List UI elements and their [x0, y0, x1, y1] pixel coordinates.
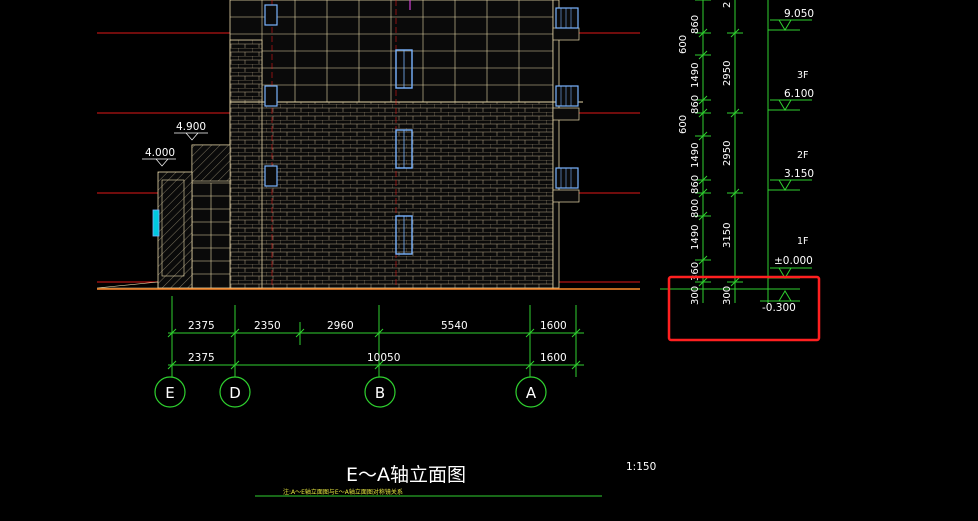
dim-r1-3: 2960	[327, 320, 354, 332]
vdim2-3150: 3150	[722, 223, 733, 248]
vdim-300-a: 300	[690, 286, 701, 305]
svg-text:D: D	[229, 384, 241, 402]
building-facade	[229, 0, 583, 289]
svg-text:A: A	[526, 384, 537, 402]
vdim2-2950-a: 2950	[722, 61, 733, 86]
vdim-600-b: 600	[678, 115, 689, 134]
vdim2-300: 300	[722, 286, 733, 305]
dim-r1-4: 5540	[441, 320, 468, 332]
dim-r1-1: 2375	[188, 320, 215, 332]
dim-r1-5: 1600	[540, 320, 567, 332]
floor-label-3f: 3F	[797, 70, 809, 81]
highlight-box	[667, 275, 821, 342]
horizontal-dimensions: 2375 2350 2960 5540 1600 2375 10050 1600	[167, 296, 584, 377]
level-marker-4000: 4.000	[142, 147, 176, 167]
elevation-6100: 6.100	[768, 88, 814, 111]
left-annex	[96, 144, 231, 289]
dim-r1-2: 2350	[254, 320, 281, 332]
svg-text:3.150: 3.150	[784, 168, 814, 180]
dim-r2-3: 1600	[540, 352, 567, 364]
upper-wall-grid	[230, 0, 553, 102]
axis-bubble-e: E	[154, 376, 186, 408]
level-marker-4900: 4.900	[174, 121, 208, 141]
axis-bubbles: E D B A	[154, 376, 547, 408]
vdim-860-c: 860	[690, 175, 701, 194]
floor-label-2f: 2F	[797, 150, 809, 161]
level-4900-text: 4.900	[176, 121, 206, 133]
vdim-1490-a: 1490	[690, 63, 701, 88]
dim-r2-2: 10050	[367, 352, 400, 364]
vdim-1490-c: 1490	[690, 225, 701, 250]
drawing-scale: 1:150	[626, 461, 656, 473]
vertical-dimension-chain: 860 600 1490 860 600 1490 860 800 1490 3…	[660, 0, 800, 305]
axis-bubble-d: D	[219, 376, 251, 408]
vdim-800: 800	[690, 199, 701, 218]
dim-r2-1: 2375	[188, 352, 215, 364]
svg-text:±0.000: ±0.000	[774, 255, 813, 267]
svg-text:E: E	[165, 384, 174, 402]
elevation-minus-0300: -0.300	[760, 290, 800, 314]
vdim-860-b: 860	[690, 95, 701, 114]
drawing-title: E～A轴立面图	[346, 464, 466, 486]
windows	[395, 49, 413, 255]
svg-text:9.050: 9.050	[784, 8, 814, 20]
elevation-9050: 9.050	[768, 8, 814, 31]
vdim-600-a: 600	[678, 35, 689, 54]
drawing-note: 注:A～E轴立面图与E～A轴立面图对称镜关系	[283, 488, 403, 496]
level-4000-text: 4.000	[145, 147, 175, 159]
elevation-markers: 9.050 3F 6.100 2F 3.150 1F ±0.000	[760, 8, 814, 314]
vdim-360: 360	[690, 262, 701, 281]
svg-text:-0.300: -0.300	[762, 302, 796, 314]
vdim-860-a: 860	[690, 15, 701, 34]
svg-text:6.100: 6.100	[784, 88, 814, 100]
elevation-3150: 3.150	[768, 168, 814, 191]
axis-bubble-a: A	[515, 376, 547, 408]
vertical-dims-col1: 860 600 1490 860 600 1490 860 800 1490 3…	[678, 15, 701, 305]
axis-bubble-b: B	[364, 376, 396, 408]
vdim-1490-b: 1490	[690, 143, 701, 168]
balcony-railings	[264, 4, 579, 189]
vdim2-top: 2	[722, 2, 733, 8]
drawing-title-block: E～A轴立面图 1:150 注:A～E轴立面图与E～A轴立面图对称镜关系	[255, 461, 656, 497]
svg-text:B: B	[375, 384, 385, 402]
floor-label-1f: 1F	[797, 236, 809, 247]
elevation-0000: ±0.000	[768, 255, 813, 279]
vdim2-2950-b: 2950	[722, 141, 733, 166]
vertical-dims-col2: 2 2950 2950 3150 300	[722, 2, 733, 305]
